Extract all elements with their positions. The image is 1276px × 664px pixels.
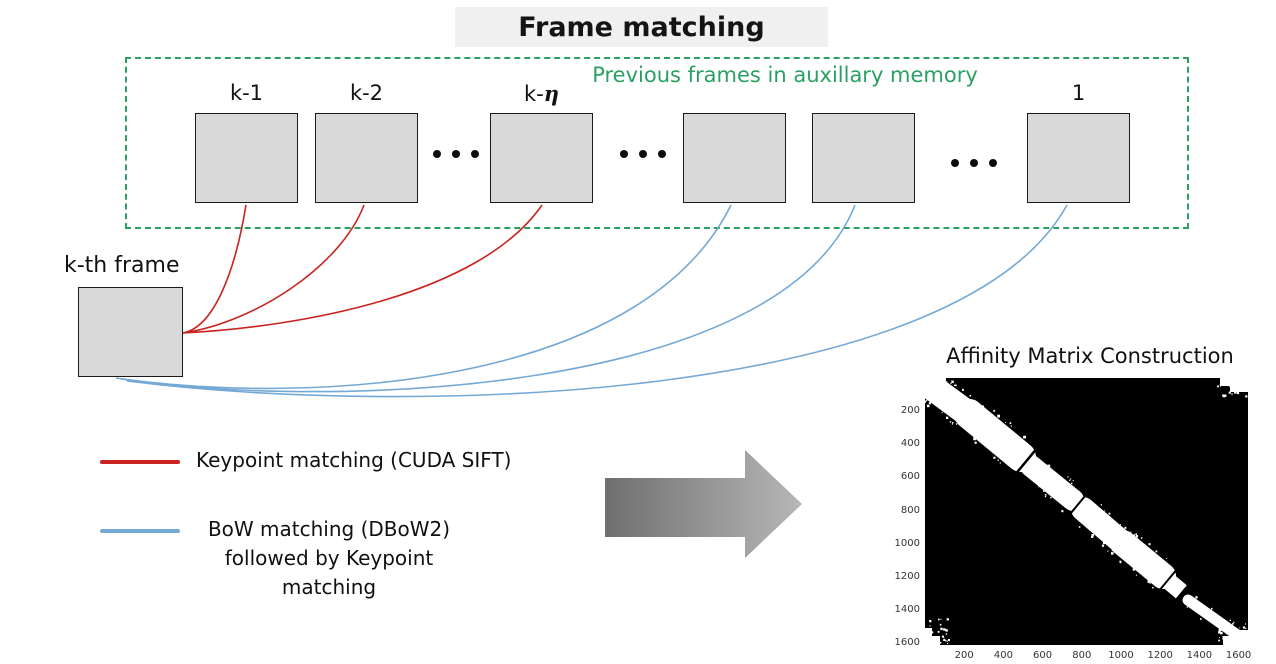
x-axis-tick-label: 200 bbox=[954, 650, 974, 661]
page-title-text: Frame matching bbox=[518, 11, 765, 43]
frame-label: k-2 bbox=[349, 81, 384, 105]
y-axis-tick-label: 1200 bbox=[894, 570, 920, 582]
y-axis-tick-label: 1400 bbox=[894, 603, 920, 615]
y-axis-tick-label: 400 bbox=[900, 438, 920, 450]
frame-square bbox=[490, 113, 593, 203]
page-title: Frame matching bbox=[455, 7, 828, 47]
bow-matching-curve bbox=[115, 204, 732, 390]
x-axis-tick-label: 1400 bbox=[1186, 650, 1213, 661]
dot-icon bbox=[639, 150, 647, 158]
x-axis-tick-label: 600 bbox=[1033, 650, 1053, 661]
memory-box-label: Previous frames in auxillary memory bbox=[592, 63, 978, 87]
frame-label: k-1 bbox=[229, 81, 264, 105]
kth-frame-label: k-th frame bbox=[64, 253, 180, 278]
legend-red-line-icon bbox=[100, 460, 180, 464]
y-axis-tick-label: 800 bbox=[900, 504, 920, 516]
dot-icon bbox=[620, 150, 628, 158]
y-axis-tick-label: 200 bbox=[900, 405, 920, 417]
flow-arrow-icon bbox=[605, 450, 802, 558]
frame-label: k-η bbox=[523, 81, 560, 106]
dot-icon bbox=[951, 159, 959, 167]
frame-square bbox=[1027, 113, 1130, 203]
frame-square bbox=[195, 113, 298, 203]
frame-square bbox=[812, 113, 915, 203]
legend-keypoint-matching-label: Keypoint matching (CUDA SIFT) bbox=[196, 448, 512, 472]
dot-icon bbox=[471, 150, 479, 158]
x-axis-tick-label: 400 bbox=[993, 650, 1013, 661]
x-axis-tick-label: 1200 bbox=[1147, 650, 1173, 661]
affinity-matrix-plot bbox=[925, 378, 1248, 645]
frame-square bbox=[683, 113, 786, 203]
legend-bow-matching-label: BoW matching (DBoW2)followed by Keypoint… bbox=[207, 517, 451, 599]
bow-matching-curve bbox=[120, 204, 856, 393]
y-axis-tick-label: 1600 bbox=[894, 637, 920, 648]
affinity-matrix-title: Affinity Matrix Construction bbox=[946, 344, 1234, 368]
dot-icon bbox=[452, 150, 460, 158]
dot-icon bbox=[970, 159, 978, 167]
frame-square bbox=[315, 113, 418, 203]
y-axis-tick-label: 1000 bbox=[894, 537, 920, 549]
dot-icon bbox=[658, 150, 666, 158]
ellipsis-dots-icon bbox=[951, 159, 997, 167]
dot-icon bbox=[989, 159, 997, 167]
legend-blue-line-icon bbox=[100, 529, 180, 533]
ellipsis-dots-icon bbox=[433, 150, 479, 158]
y-axis-tick-label: 600 bbox=[900, 471, 920, 483]
x-axis-tick-label: 800 bbox=[1072, 650, 1092, 661]
dot-icon bbox=[433, 150, 441, 158]
ellipsis-dots-icon bbox=[620, 150, 666, 158]
x-axis-tick-label: 1000 bbox=[1108, 650, 1134, 661]
kth-frame-square bbox=[78, 287, 183, 377]
x-axis-tick-label: 1600 bbox=[1225, 650, 1252, 661]
frame-label: 1 bbox=[1071, 81, 1086, 105]
